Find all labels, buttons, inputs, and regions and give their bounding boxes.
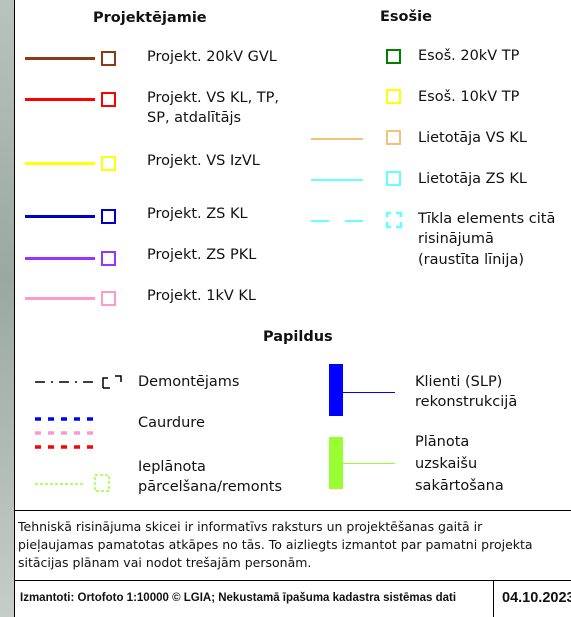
projected-vs-kl-symbol <box>101 92 116 107</box>
metering-line <box>343 463 395 464</box>
projected-zs-kl-symbol <box>101 209 116 224</box>
projected-20kv-gvl-symbol <box>101 51 116 66</box>
existing-user-vs-kl-label: Lietotāja VS KL <box>418 130 527 146</box>
existing-user-vs-kl-symbol <box>386 130 401 145</box>
projected-1kv-kl-label: Projekt. 1kV KL <box>147 288 256 304</box>
client-reconstruction-line <box>343 392 395 393</box>
existing-10kv-tp-label: Esoš. 10kV TP <box>418 89 520 105</box>
footer-row <box>15 580 571 617</box>
relocation-symbol <box>35 474 110 492</box>
disclaimer-line-1: Tehniskā risinājuma skicei ir informatīv… <box>18 519 483 534</box>
existing-network-dashed-symbol <box>385 211 403 229</box>
crossing-symbol <box>35 417 99 449</box>
disclaimer-line-2: pieļaujamas pamatotas atkāpes no tās. To… <box>18 537 533 552</box>
client-reconstruction-label-1: Klienti (SLP) <box>415 374 503 390</box>
existing-20kv-tp-symbol <box>386 49 401 64</box>
projected-zs-kl-label: Projekt. ZS KL <box>147 206 248 222</box>
projected-zs-kl-line <box>25 215 95 218</box>
existing-user-zs-kl-label: Lietotāja ZS KL <box>418 171 528 187</box>
existing-user-zs-kl-symbol <box>386 171 401 186</box>
projected-vs-izvl-symbol <box>101 156 116 171</box>
dismantle-symbol <box>35 375 122 389</box>
map-legend: Projektējamie Esošie Projekt. 20kV GVL P… <box>14 0 571 617</box>
existing-10kv-tp-symbol <box>386 89 401 104</box>
existing-user-zs-kl-line <box>311 179 363 181</box>
existing-user-vs-kl-line <box>311 138 363 140</box>
client-reconstruction-label-2: rekonstrukcijā <box>415 394 518 410</box>
client-reconstruction-bar <box>329 364 343 416</box>
existing-network-dash-1 <box>311 220 329 222</box>
relocation-label-1: Ieplānota <box>138 459 206 475</box>
existing-network-label-1: Tīkla elements citā <box>418 211 556 227</box>
projected-zs-pkl-symbol <box>101 251 116 266</box>
existing-header: Esošie <box>380 9 432 25</box>
projected-zs-pkl-label: Projekt. ZS PKL <box>147 247 257 263</box>
dismantle-label: Demontējams <box>138 374 240 390</box>
existing-20kv-tp-label: Esoš. 20kV TP <box>418 48 520 64</box>
relocation-label-2: pārcelšana/remonts <box>138 479 283 495</box>
projected-1kv-kl-line <box>25 297 95 300</box>
footer-separator <box>493 580 494 617</box>
note-divider <box>15 510 571 511</box>
projected-vs-kl-label-2: SP, atdalītājs <box>147 110 242 126</box>
projected-zs-pkl-line <box>25 257 95 260</box>
projected-20kv-gvl-label: Projekt. 20kV GVL <box>147 49 277 65</box>
metering-label-2: uzskaišu <box>415 456 478 472</box>
footer-source: Izmantoti: Ortofoto 1:10000 © LGIA; Neku… <box>20 592 457 604</box>
disclaimer-line-3: sitācijas plānam vai nodot trešajām pers… <box>18 555 312 570</box>
metering-bar <box>329 437 343 489</box>
projected-vs-kl-label: Projekt. VS KL, TP, <box>147 90 280 106</box>
additional-header: Papildus <box>263 329 333 345</box>
projected-header: Projektējamie <box>93 10 207 26</box>
projected-vs-kl-line <box>25 98 95 101</box>
crossing-label: Caurdure <box>138 415 205 431</box>
existing-network-label-3: (raustīta līnija) <box>418 252 524 268</box>
metering-label-3: sakārtošana <box>415 478 504 494</box>
existing-network-label-2: risinājumā <box>418 231 494 247</box>
projected-vs-izvl-label: Projekt. VS IzVL <box>147 153 260 169</box>
footer-date: 04.10.2023 <box>502 590 571 606</box>
projected-vs-izvl-line <box>25 162 95 165</box>
existing-network-dash-2 <box>345 220 363 222</box>
metering-label-1: Plānota <box>415 434 470 450</box>
projected-20kv-gvl-line <box>25 57 95 60</box>
projected-1kv-kl-symbol <box>101 291 116 306</box>
